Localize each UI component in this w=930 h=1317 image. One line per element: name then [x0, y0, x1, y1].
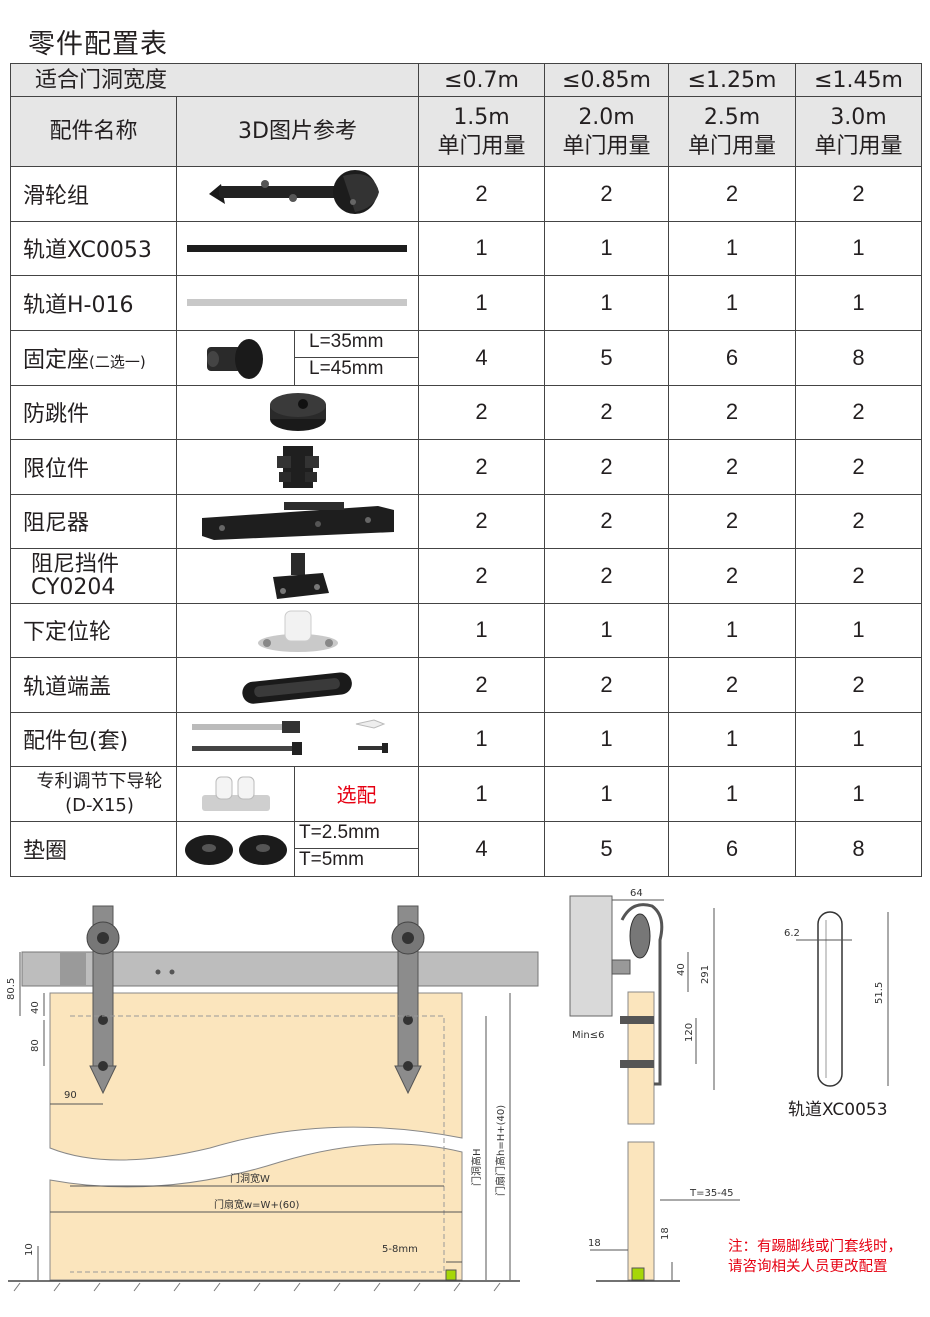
picture-header: 3D图片参考: [175, 96, 420, 167]
svg-text:门洞宽W: 门洞宽W: [230, 1172, 270, 1185]
part-name: 防跳件: [10, 384, 177, 440]
part-name: 阻尼器: [10, 493, 177, 549]
floor-guide-wheel-icon: [175, 602, 420, 658]
rail-caption: 轨道XC0053: [788, 1100, 888, 1120]
svg-text:6.2: 6.2: [784, 928, 800, 939]
installation-note: 注：有踢脚线或门套线时， 请咨询相关人员更改配置: [728, 1239, 902, 1275]
washer-icon: [176, 820, 295, 877]
svg-text:T=35-45: T=35-45: [689, 1188, 734, 1199]
roller-assembly-icon: [175, 166, 420, 222]
part-name: 限位件: [10, 439, 177, 495]
rail-profile-drawing: 6.2 51.5: [784, 911, 889, 1087]
svg-text:Min≤6: Min≤6: [572, 1030, 605, 1041]
table-row: 阻尼器 2 2 2 2: [10, 493, 923, 549]
part-name: 下定位轮: [10, 602, 177, 658]
table-row: 垫圈 T=2.5mm T=5mm 4 5 6 8: [10, 820, 923, 877]
fit-width-header: 适合门洞宽度: [9, 63, 420, 97]
part-name: 轨道端盖: [10, 657, 177, 713]
svg-text:291: 291: [700, 965, 711, 984]
washer-thickness-options: T=2.5mm T=5mm: [293, 820, 420, 877]
installation-diagram: 80.5 40 80 90 10 门洞宽W 门扇宽w=W+(60) 5-8mm …: [6, 888, 889, 1292]
table-row: 轨道XC0053 1 1 1 1: [10, 220, 923, 276]
table-row: 限位件 2 2 2 2: [10, 439, 923, 495]
width-col-3: ≤1.25m: [668, 63, 797, 97]
part-name-header: 配件名称: [10, 96, 177, 167]
width-col-1: ≤0.7m: [418, 63, 546, 97]
svg-text:18: 18: [660, 1227, 671, 1240]
part-name: 配件包(套): [10, 711, 177, 767]
damper-stop-icon: [175, 548, 420, 604]
optional-label: 选配: [294, 766, 420, 822]
svg-text:120: 120: [684, 1023, 695, 1042]
svg-text:90: 90: [64, 1090, 77, 1101]
width-col-2: ≤0.85m: [544, 63, 670, 97]
table-row: 轨道H-016 1 1 1 1: [10, 275, 923, 331]
anti-jump-icon: [175, 384, 420, 440]
table-row: 固定座(二选一) L=35mm L=45mm 4 5 6 8: [10, 329, 923, 386]
part-name: 专利调节下导轮(D-X15): [10, 766, 177, 822]
damper-icon: [175, 493, 420, 549]
screw-kit-icon: [175, 711, 420, 767]
side-view-drawing: 64 40 291 120 Min≤6 T=35-45 18 18: [569, 888, 740, 1282]
svg-text:40: 40: [676, 963, 687, 976]
part-name: 固定座(二选一): [10, 329, 177, 386]
table-row: 轨道端盖 2 2 2 2: [10, 657, 923, 713]
svg-text:10: 10: [24, 1243, 35, 1256]
front-view-drawing: 80.5 40 80 90 10 门洞宽W 门扇宽w=W+(60) 5-8mm …: [6, 905, 539, 1292]
svg-text:18: 18: [588, 1238, 601, 1249]
stopper-icon: [175, 439, 420, 495]
width-col-4: ≤1.45m: [795, 63, 923, 97]
svg-text:64: 64: [630, 888, 643, 899]
rail-end-cap-icon: [175, 657, 420, 713]
part-name: 轨道H-016: [10, 275, 177, 331]
part-name: 轨道XC0053: [10, 220, 177, 276]
table-row: 下定位轮 1 1 1 1: [10, 602, 923, 658]
spacer-bushing-icon: [176, 329, 295, 386]
part-name: 滑轮组: [10, 166, 177, 222]
adjustable-guide-icon: [176, 766, 295, 822]
black-rail-icon: [175, 220, 420, 276]
svg-text:5-8mm: 5-8mm: [382, 1244, 418, 1255]
table-row: 滑轮组 2 2 2 2: [10, 166, 923, 222]
svg-text:80: 80: [30, 1039, 41, 1052]
bushing-length-options: L=35mm L=45mm: [293, 329, 420, 386]
page-title: 零件配置表: [28, 29, 168, 60]
svg-text:门扇宽w=W+(60): 门扇宽w=W+(60): [214, 1198, 299, 1211]
svg-text:51.5: 51.5: [874, 982, 885, 1004]
table-row: 防跳件 2 2 2 2: [10, 384, 923, 440]
table-row: 配件包(套) 1 1 1 1: [10, 711, 923, 767]
parts-configuration-table: 适合门洞宽度 ≤0.7m ≤0.85m ≤1.25m ≤1.45m 配件名称 3…: [9, 63, 923, 877]
part-name: 垫圈: [10, 820, 177, 877]
svg-text:80.5: 80.5: [6, 978, 17, 1000]
table-row: 专利调节下导轮(D-X15) 选配 1 1 1 1: [10, 766, 923, 822]
svg-text:门洞高H: 门洞高H: [470, 1148, 483, 1186]
svg-text:门扇门高h=H+(40): 门扇门高h=H+(40): [494, 1105, 507, 1196]
svg-text:40: 40: [30, 1001, 41, 1014]
silver-rail-icon: [175, 275, 420, 331]
